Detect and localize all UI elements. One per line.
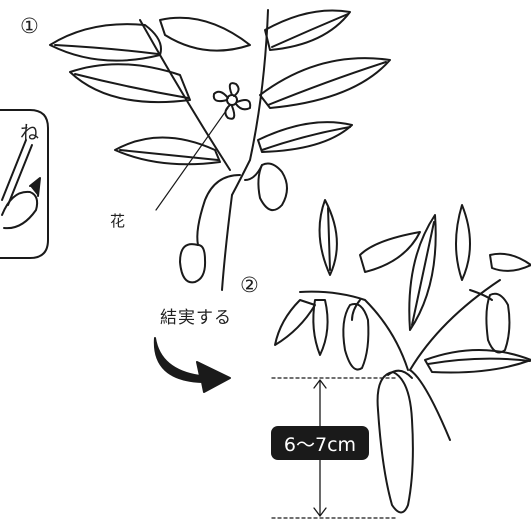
flower-label: 花 <box>110 210 125 231</box>
plant-two <box>275 200 531 513</box>
curved-arrow-icon <box>155 338 230 392</box>
inset-text-fragment: ね <box>20 118 39 145</box>
plant-one <box>50 10 390 290</box>
size-badge: 6〜7cm <box>271 426 369 460</box>
step-one-marker: ① <box>20 14 39 38</box>
fruiting-label: 結実する <box>160 303 232 328</box>
flower-icon <box>214 83 250 119</box>
step-two-marker: ② <box>240 273 259 297</box>
